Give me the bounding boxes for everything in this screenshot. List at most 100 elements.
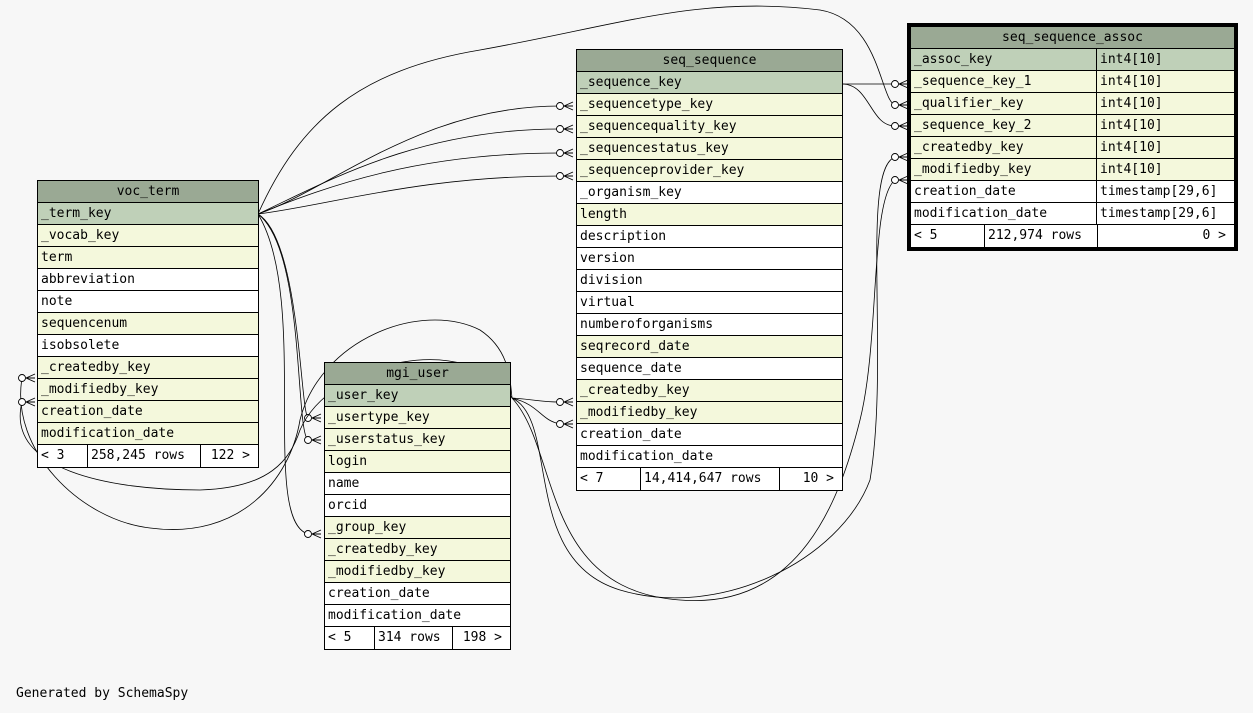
column-row[interactable]: virtual bbox=[577, 292, 842, 314]
column-name: _sequenceprovider_key bbox=[580, 163, 745, 178]
column-row[interactable]: abbreviation bbox=[38, 269, 258, 291]
parent-count-link[interactable]: < 7 bbox=[577, 468, 641, 490]
table-mgi-user[interactable]: mgi_user_user_key _usertype_key _userstatu… bbox=[324, 362, 511, 650]
relationship-line bbox=[257, 213, 309, 535]
row-count: 212,974 rows bbox=[985, 225, 1098, 247]
optional-cardinality-marker bbox=[891, 101, 899, 109]
column-type: int4[10] bbox=[1100, 140, 1163, 155]
optional-cardinality-marker bbox=[556, 172, 564, 180]
column-row[interactable]: description bbox=[577, 226, 842, 248]
column-row[interactable]: _createdby_key bbox=[38, 357, 258, 379]
column-name: _sequence_key_2 bbox=[911, 115, 1097, 136]
crow-foot-marker bbox=[311, 435, 322, 445]
column-row[interactable]: orcid bbox=[325, 495, 510, 517]
row-count: 258,245 rows bbox=[88, 445, 201, 467]
column-name: version bbox=[580, 251, 635, 266]
relationship-line bbox=[257, 105, 561, 215]
column-row[interactable]: _createdby_key bbox=[577, 380, 842, 402]
column-row[interactable]: modification_date bbox=[325, 605, 510, 627]
column-row[interactable]: _modifiedby_key bbox=[38, 379, 258, 401]
table-header[interactable]: seq_sequence_assoc bbox=[911, 27, 1234, 49]
column-row[interactable]: _sequenceprovider_key bbox=[577, 160, 842, 182]
column-row[interactable]: sequence_date bbox=[577, 358, 842, 380]
parent-count-link[interactable]: < 3 bbox=[38, 445, 88, 467]
optional-cardinality-marker bbox=[891, 153, 899, 161]
child-count-link[interactable]: 122 > bbox=[210, 448, 250, 463]
parent-count-link[interactable]: < 5 bbox=[325, 627, 375, 649]
optional-cardinality-marker bbox=[304, 530, 312, 538]
column-row[interactable]: creation_date bbox=[325, 583, 510, 605]
child-count-link[interactable]: 10 > bbox=[802, 471, 834, 486]
column-row[interactable]: name bbox=[325, 473, 510, 495]
column-row[interactable]: _modifiedby_key bbox=[325, 561, 510, 583]
column-row[interactable]: _sequence_key bbox=[577, 72, 842, 94]
relationship-line bbox=[511, 156, 896, 599]
column-row[interactable]: term bbox=[38, 247, 258, 269]
table-seq-sequence[interactable]: seq_sequence _sequence_key _sequencetype_k… bbox=[576, 49, 843, 491]
column-row[interactable]: isobsolete bbox=[38, 335, 258, 357]
column-row[interactable]: seqrecord_date bbox=[577, 336, 842, 358]
crow-foot-marker bbox=[563, 419, 574, 429]
column-name: virtual bbox=[580, 295, 635, 310]
column-row[interactable]: _vocab_key bbox=[38, 225, 258, 247]
child-count-link[interactable]: 0 > bbox=[1202, 228, 1226, 243]
column-row[interactable]: modification_date bbox=[577, 446, 842, 468]
column-row[interactable]: creation_date bbox=[38, 401, 258, 423]
column-row[interactable]: _organism_key bbox=[577, 182, 842, 204]
column-row[interactable]: _sequencequality_key bbox=[577, 116, 842, 138]
column-row[interactable]: _term_key bbox=[38, 203, 258, 225]
column-name: _sequencetype_key bbox=[580, 97, 714, 112]
table-header[interactable]: voc_term bbox=[38, 181, 258, 203]
column-row[interactable]: _sequencestatus_key bbox=[577, 138, 842, 160]
column-row[interactable]: numberoforganisms bbox=[577, 314, 842, 336]
table-header[interactable]: mgi_user bbox=[325, 363, 510, 385]
column-row[interactable]: version bbox=[577, 248, 842, 270]
column-name: _usertype_key bbox=[328, 410, 430, 425]
column-row[interactable]: modification_date bbox=[38, 423, 258, 445]
column-row[interactable]: _createdby_key bbox=[325, 539, 510, 561]
column-row[interactable]: _user_key bbox=[325, 385, 510, 407]
column-name: name bbox=[328, 476, 360, 491]
column-type: int4[10] bbox=[1100, 74, 1163, 89]
column-row[interactable]: _usertype_key bbox=[325, 407, 510, 429]
parent-count-link[interactable]: < 5 bbox=[911, 225, 985, 247]
column-row[interactable]: _userstatus_key bbox=[325, 429, 510, 451]
relationship-line bbox=[511, 397, 561, 403]
column-row[interactable]: length bbox=[577, 204, 842, 226]
column-name: description bbox=[580, 229, 667, 244]
relationship-line bbox=[511, 397, 561, 425]
relationship-line bbox=[20, 319, 513, 530]
column-row[interactable]: _modifiedby_key bbox=[577, 402, 842, 424]
column-name: abbreviation bbox=[41, 272, 135, 287]
crow-foot-marker bbox=[898, 100, 909, 110]
column-name: login bbox=[328, 454, 368, 469]
column-type: int4[10] bbox=[1100, 162, 1163, 177]
relationship-line bbox=[511, 179, 896, 601]
column-name: creation_date bbox=[41, 404, 143, 419]
relationship-line bbox=[257, 213, 309, 441]
column-row[interactable]: creation_date bbox=[577, 424, 842, 446]
column-row[interactable]: _sequencetype_key bbox=[577, 94, 842, 116]
child-count-link[interactable]: 198 > bbox=[462, 630, 502, 645]
column-row[interactable]: _group_key bbox=[325, 517, 510, 539]
table-header[interactable]: seq_sequence bbox=[577, 50, 842, 72]
crow-foot-marker bbox=[563, 101, 574, 111]
relationship-line bbox=[19, 359, 513, 491]
column-row[interactable]: sequencenum bbox=[38, 313, 258, 335]
column-name: seqrecord_date bbox=[580, 339, 690, 354]
column-row[interactable]: division bbox=[577, 270, 842, 292]
column-name: _sequence_key bbox=[580, 75, 682, 90]
column-row[interactable]: note bbox=[38, 291, 258, 313]
column-row[interactable]: login bbox=[325, 451, 510, 473]
